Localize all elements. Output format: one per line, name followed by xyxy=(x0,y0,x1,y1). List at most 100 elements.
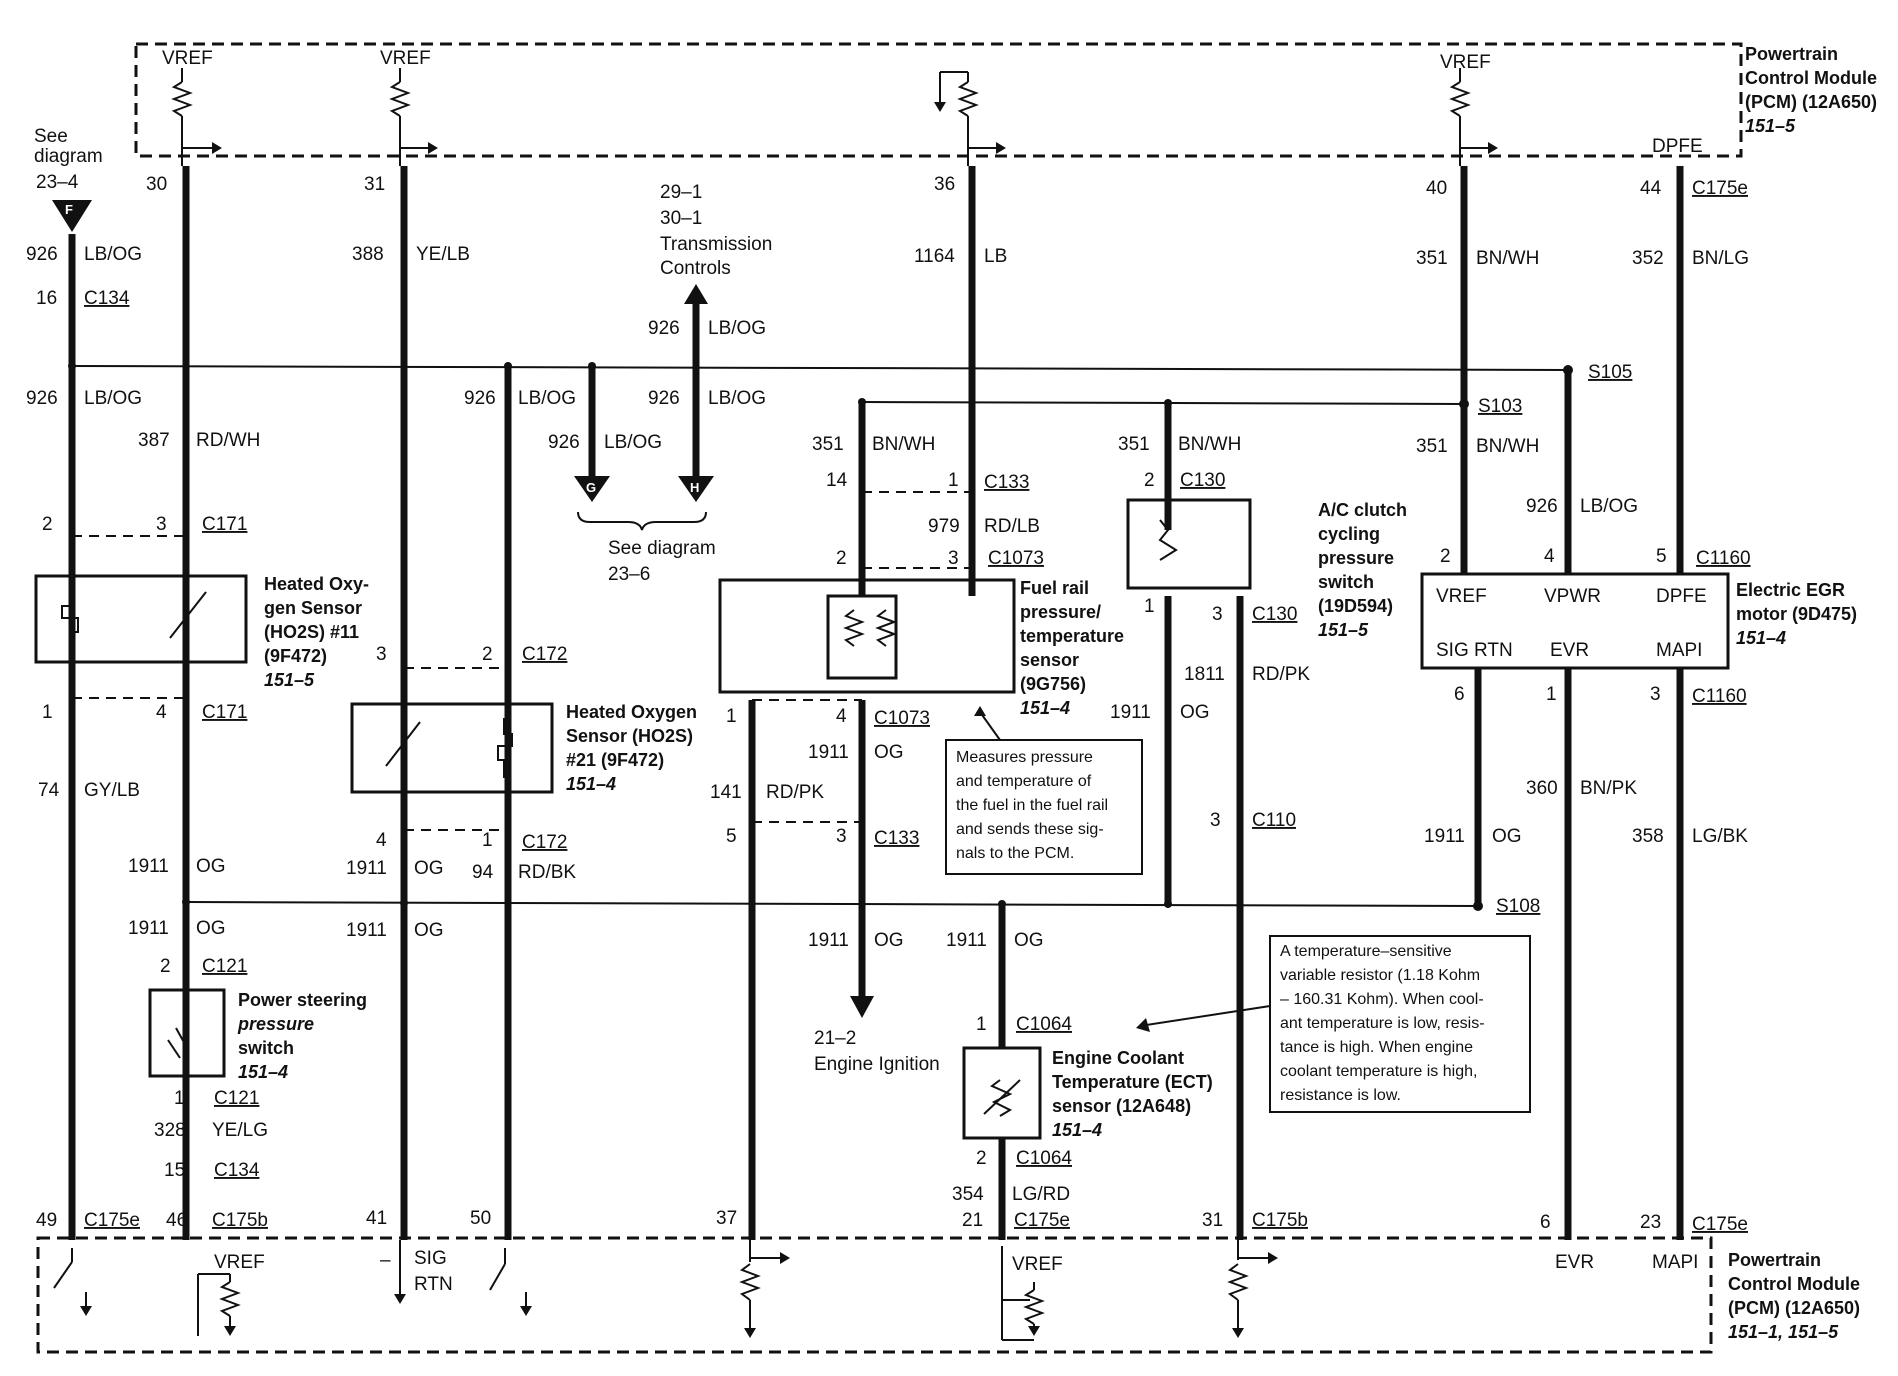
label: 2 xyxy=(1440,546,1451,567)
wires xyxy=(68,166,1684,1240)
ho2s11-line-2: gen Sensor xyxy=(264,598,362,618)
fuel-rail-line-3: temperature xyxy=(1020,626,1124,646)
label: BN/WH xyxy=(1476,436,1539,457)
fuel-rail-line-1: Fuel rail xyxy=(1020,578,1089,598)
pcm-bottom-title-2: Control Module xyxy=(1728,1274,1860,1294)
label: BN/WH xyxy=(1476,248,1539,269)
ho2s11-ref: 151–5 xyxy=(264,670,315,690)
label: C175e xyxy=(1692,1214,1748,1235)
label: C1073 xyxy=(874,708,930,729)
label: 3 xyxy=(156,514,167,535)
ac-clutch-line-2: cycling xyxy=(1318,524,1380,544)
egr-pin-mapi: MAPI xyxy=(1656,640,1702,661)
label: BN/WH xyxy=(872,434,935,455)
label: 352 xyxy=(1632,248,1664,269)
pcm-top-ref: 151–5 xyxy=(1745,116,1796,136)
ho2s21-ref: 151–4 xyxy=(566,774,616,794)
label: 926 xyxy=(464,388,496,409)
label: 328 xyxy=(154,1120,186,1141)
note-fuel-line-5: nals to the PCM. xyxy=(956,845,1074,862)
label: 1 xyxy=(482,830,493,851)
label: 49 xyxy=(36,1210,57,1231)
ho2s21-line-3: #21 (9F472) xyxy=(566,750,664,770)
label: RD/BK xyxy=(518,862,576,883)
fuel-rail-box xyxy=(718,578,1016,694)
label: OG xyxy=(874,930,904,951)
label: 21 xyxy=(962,1210,983,1231)
label: RD/PK xyxy=(1252,664,1310,685)
pcm-top: VREF VREF VREF DPFE Powertrain Control M… xyxy=(134,42,1877,166)
label: 1 xyxy=(1144,596,1155,617)
label: 351 xyxy=(1118,434,1150,455)
label: 15 xyxy=(164,1160,185,1181)
label: 2 xyxy=(482,644,493,665)
label: C1073 xyxy=(988,548,1044,569)
label: C130 xyxy=(1252,604,1297,625)
label: C175b xyxy=(212,1210,268,1231)
note-ect-line-1: A temperature–sensitive xyxy=(1280,943,1452,960)
label: 36 xyxy=(934,174,955,195)
splice-s105: S105 xyxy=(1588,362,1632,383)
label: C175e xyxy=(84,1210,140,1231)
pcm-bottom-dash: – xyxy=(380,1250,391,1271)
splice-labels: S105 S103 S108 xyxy=(1478,362,1632,917)
ect-box xyxy=(962,1046,1042,1140)
label: OG xyxy=(1492,826,1522,847)
label: 2 xyxy=(42,514,53,535)
component-labels: Heated Oxy- gen Sensor (HO2S) #11 (9F472… xyxy=(237,500,1857,1140)
label: 4 xyxy=(376,830,387,851)
label: C121 xyxy=(214,1088,259,1109)
ac-clutch-box xyxy=(1126,498,1252,590)
vref-pullup-30 xyxy=(171,68,222,166)
label: 354 xyxy=(952,1184,984,1205)
ho2s11-line-1: Heated Oxy- xyxy=(264,574,369,594)
label: LB/OG xyxy=(708,318,766,339)
egr-ref: 151–4 xyxy=(1736,628,1786,648)
fuel-rail-line-5: (9G756) xyxy=(1020,674,1086,694)
label: 1164 xyxy=(914,246,955,267)
label: BN/PK xyxy=(1580,778,1637,799)
vref-pullup-40 xyxy=(1449,68,1498,166)
label: 4 xyxy=(1544,546,1555,567)
label: 1911 xyxy=(1110,702,1151,723)
label: C175e xyxy=(1014,1210,1070,1231)
label: 388 xyxy=(352,244,384,265)
label: 1911 xyxy=(946,930,987,951)
arrow-letter-g: G xyxy=(586,480,596,495)
splice-s108: S108 xyxy=(1496,896,1540,917)
label: 16 xyxy=(36,288,57,309)
egr-line-1: Electric EGR xyxy=(1736,580,1845,600)
label: OG xyxy=(874,742,904,763)
ect-line-3: sensor (12A648) xyxy=(1052,1096,1191,1116)
label: OG xyxy=(196,856,226,877)
pcm-bottom-title-1: Powertrain xyxy=(1728,1250,1821,1270)
label: GY/LB xyxy=(84,780,140,801)
label: 2 xyxy=(160,956,171,977)
label: 2 xyxy=(976,1148,987,1169)
arrow-letter-h: H xyxy=(690,480,699,495)
pcm-top-vref-1: VREF xyxy=(162,48,213,69)
label: LB/OG xyxy=(84,388,142,409)
label: 358 xyxy=(1632,826,1664,847)
label: C1160 xyxy=(1696,548,1751,569)
label: 40 xyxy=(1426,178,1447,199)
label: 360 xyxy=(1526,778,1558,799)
pcm-bottom-rtn: RTN xyxy=(414,1274,453,1295)
label: 351 xyxy=(812,434,844,455)
egr-pin-evr: EVR xyxy=(1550,640,1589,661)
pcm-bottom-vref-1: VREF xyxy=(214,1252,265,1273)
trans-ref-1: 29–1 xyxy=(660,182,702,203)
label: 2 xyxy=(836,548,847,569)
label: RD/WH xyxy=(196,430,260,451)
label: 2 xyxy=(1144,470,1155,491)
label: C1160 xyxy=(1692,686,1747,707)
label: C134 xyxy=(214,1160,260,1181)
see-diagram-gh-1: See diagram xyxy=(608,538,716,559)
egr-pin-vpwr: VPWR xyxy=(1544,586,1601,607)
ps-switch-line-1: Power steering xyxy=(238,990,367,1010)
ac-clutch-line-5: (19D594) xyxy=(1318,596,1393,616)
label: BN/LG xyxy=(1692,248,1749,269)
note-ect-line-5: tance is high. When engine xyxy=(1280,1039,1473,1056)
label: C133 xyxy=(984,472,1029,493)
ps-switch-ref: 151–4 xyxy=(238,1062,288,1082)
